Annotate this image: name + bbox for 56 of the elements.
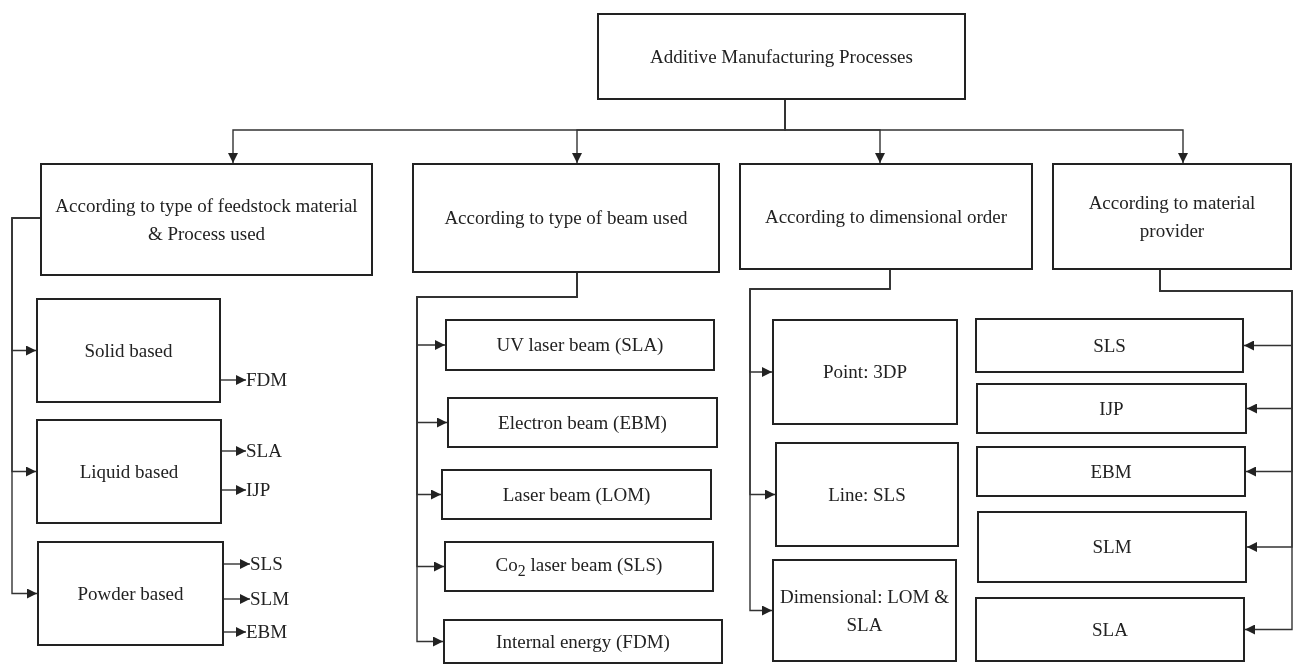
category-box bbox=[412, 163, 720, 273]
process-box bbox=[977, 511, 1247, 583]
process-box bbox=[772, 319, 958, 425]
process-box bbox=[976, 446, 1246, 497]
process-abbreviation: SLM bbox=[250, 587, 310, 611]
process-label: IJP bbox=[1098, 396, 1125, 421]
process-abbreviation: SLA bbox=[246, 439, 306, 463]
arrow bbox=[11, 217, 41, 599]
process-label: Powder based bbox=[76, 581, 185, 606]
process-label: Electron beam (EBM) bbox=[497, 410, 668, 435]
process-label: Co$_{2}$ laser beam (SLS) bbox=[494, 552, 664, 581]
process-label: Point: 3DP bbox=[822, 360, 908, 385]
process-box bbox=[447, 397, 718, 448]
process-box bbox=[443, 619, 723, 664]
process-label: Laser beam (LOM) bbox=[501, 482, 652, 507]
category-label: According to type of feedstock material & Process used bbox=[54, 193, 359, 246]
category-label: According to material provider bbox=[1087, 190, 1257, 243]
root-box bbox=[597, 13, 966, 100]
category-box bbox=[1052, 163, 1292, 270]
arrow bbox=[223, 627, 247, 637]
root-label: Additive Manufacturing Processes bbox=[649, 44, 914, 69]
process-box bbox=[975, 318, 1244, 373]
process-abbreviation: IJP bbox=[246, 478, 306, 502]
process-box bbox=[37, 541, 224, 646]
arrow bbox=[220, 375, 247, 385]
process-label: SLA bbox=[1091, 617, 1129, 642]
process-abbreviation: FDM bbox=[246, 368, 306, 392]
category-box bbox=[739, 163, 1033, 270]
process-box bbox=[36, 419, 222, 524]
arrow bbox=[749, 269, 891, 616]
process-box bbox=[772, 559, 957, 662]
arrow bbox=[223, 594, 251, 604]
process-box bbox=[775, 442, 959, 547]
process-label: SLM bbox=[1091, 535, 1133, 560]
arrow bbox=[223, 559, 251, 569]
process-label: Solid based bbox=[83, 338, 174, 363]
process-box bbox=[444, 541, 714, 592]
process-label: UV laser beam (SLA) bbox=[495, 333, 665, 358]
process-box bbox=[976, 383, 1247, 434]
process-label: EBM bbox=[1089, 459, 1133, 484]
arrow bbox=[221, 485, 247, 495]
process-box bbox=[975, 597, 1245, 662]
process-label: Line: SLS bbox=[827, 482, 907, 507]
category-box bbox=[40, 163, 373, 276]
category-label: According to type of beam used bbox=[443, 206, 689, 231]
process-label: Liquid based bbox=[78, 459, 180, 484]
process-box bbox=[36, 298, 221, 403]
process-label: Internal energy (FDM) bbox=[495, 629, 671, 654]
process-abbreviation: SLS bbox=[250, 552, 310, 576]
process-label: Dimensional: LOM & SLA bbox=[779, 584, 950, 637]
arrow bbox=[221, 446, 247, 456]
process-box bbox=[441, 469, 712, 520]
process-abbreviation: EBM bbox=[246, 620, 306, 644]
category-label: According to dimensional order bbox=[763, 204, 1009, 229]
process-box bbox=[445, 319, 715, 371]
process-label: SLS bbox=[1092, 333, 1127, 358]
